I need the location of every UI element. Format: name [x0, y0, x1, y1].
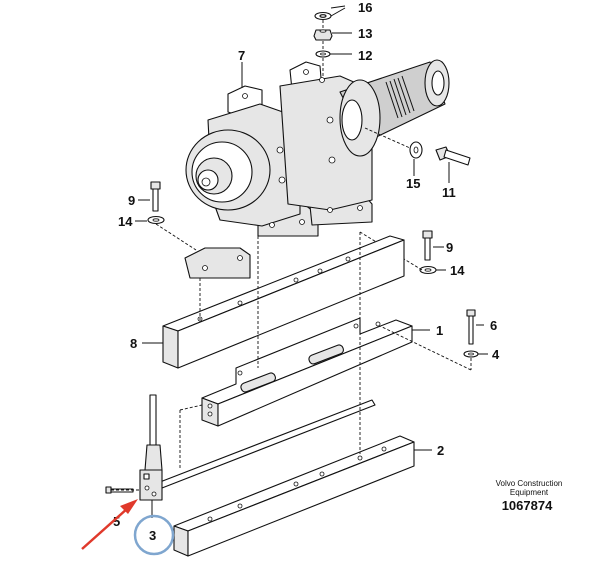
- callout-6: 6: [490, 318, 497, 333]
- callout-15: 15: [406, 176, 420, 191]
- callout-11: 11: [442, 185, 456, 200]
- callout-16: 16: [358, 0, 372, 15]
- credit-line-1: Volvo Construction: [496, 479, 563, 488]
- callout-1: 1: [436, 323, 443, 338]
- washer-14-left: [147, 215, 165, 225]
- callout-2: 2: [437, 443, 444, 458]
- washer-16: [314, 11, 332, 21]
- document-number: 1067874: [502, 498, 553, 513]
- rail-8: [162, 235, 405, 369]
- washer-14-right: [419, 265, 437, 275]
- callout-8: 8: [130, 336, 137, 351]
- callout-14-left: 14: [118, 214, 133, 229]
- callout-9-right: 9: [446, 240, 453, 255]
- washer-12: [315, 50, 331, 58]
- callout-3: 3: [149, 528, 156, 543]
- washer-4: [463, 350, 479, 358]
- swing-bearing-housing: [184, 59, 450, 279]
- motor-fins: [385, 75, 415, 119]
- bolt-6: [466, 309, 476, 345]
- red-arrow: [81, 499, 138, 550]
- callout-13: 13: [358, 26, 372, 41]
- bolt-9-left: [150, 181, 161, 212]
- callout-4: 4: [492, 347, 500, 362]
- proximity-sensor-3: [139, 394, 163, 501]
- callout-7: 7: [238, 48, 245, 63]
- bracket-1: [201, 317, 413, 427]
- callout-14-right: 14: [450, 263, 465, 278]
- washer-15: [409, 141, 423, 159]
- callout-5: 5: [113, 514, 120, 529]
- bolt-11: [435, 146, 471, 166]
- highlight-circle: [133, 514, 175, 556]
- bolt-9-right: [422, 230, 433, 261]
- callout-9-left: 9: [128, 193, 135, 208]
- rail-2: [173, 435, 415, 557]
- nut-13: [313, 29, 333, 41]
- credit-line-2: Equipment: [510, 488, 549, 497]
- screw-5: [105, 486, 134, 494]
- callout-12: 12: [358, 48, 372, 63]
